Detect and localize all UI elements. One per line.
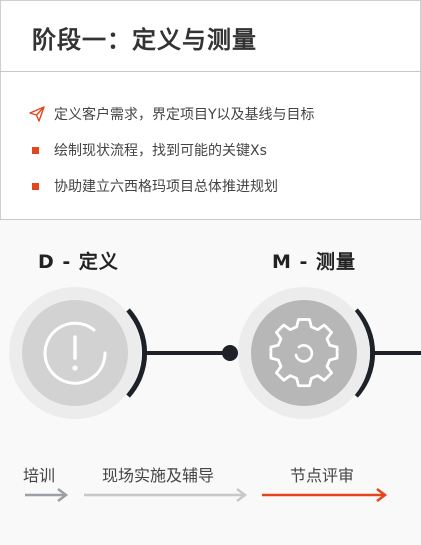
step-arrow-onsite bbox=[84, 488, 248, 502]
bullet-text: 定义客户需求，界定项目Y以及基线与目标 bbox=[54, 107, 315, 123]
phase-label-measure: M - 测量 bbox=[272, 251, 357, 273]
square-bullet-icon bbox=[28, 177, 46, 195]
send-icon bbox=[28, 105, 46, 123]
alert-icon bbox=[43, 321, 107, 385]
gear-icon bbox=[269, 318, 339, 388]
bullet-item: 绘制现状流程，找到可能的关键Xs bbox=[28, 132, 315, 168]
divider-top bbox=[0, 71, 421, 72]
divider-middle bbox=[0, 219, 421, 220]
square-bullet-icon bbox=[28, 141, 46, 159]
page-title: 阶段一：定义与测量 bbox=[32, 26, 257, 54]
phase-label-define: D - 定义 bbox=[38, 251, 119, 273]
connector-dot bbox=[222, 345, 238, 361]
bullet-text: 绘制现状流程，找到可能的关键Xs bbox=[54, 143, 267, 159]
define-circle bbox=[9, 287, 148, 419]
step-label-training: 培训 bbox=[23, 466, 56, 485]
measure-circle bbox=[238, 287, 376, 419]
bullet-item: 协助建立六西格玛项目总体推进规划 bbox=[28, 168, 315, 204]
bullet-list: 定义客户需求，界定项目Y以及基线与目标 绘制现状流程，找到可能的关键Xs 协助建… bbox=[28, 96, 315, 204]
step-label-onsite: 现场实施及辅导 bbox=[102, 466, 215, 485]
step-arrow-training bbox=[25, 488, 69, 502]
step-arrow-review bbox=[262, 488, 388, 502]
step-label-review: 节点评审 bbox=[290, 466, 355, 485]
bullet-text: 协助建立六西格玛项目总体推进规划 bbox=[54, 179, 278, 195]
bullet-item: 定义客户需求，界定项目Y以及基线与目标 bbox=[28, 96, 315, 132]
